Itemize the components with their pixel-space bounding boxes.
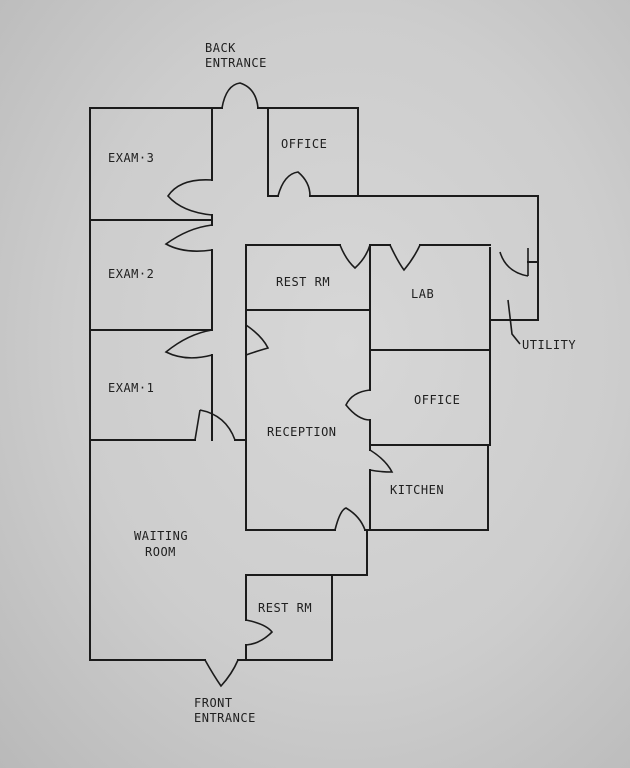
- front-entrance-label-2: ENTRANCE: [194, 711, 256, 725]
- room-label-exam-1: EXAM·1: [108, 381, 154, 395]
- reception-left-door: [245, 324, 270, 356]
- room-label-office-top: OFFICE: [281, 137, 327, 151]
- exam-3-door: [166, 179, 213, 216]
- exam-2-door: [164, 224, 213, 252]
- room-label-rest-rm-bottom: REST RM: [258, 601, 312, 615]
- walls: [89, 107, 539, 661]
- room-label-reception: RECEPTION: [267, 425, 337, 439]
- annotation-labels: BACK ENTRANCE FRONT ENTRANCE UTILITY: [194, 41, 576, 725]
- utility-pointer: [507, 299, 521, 345]
- rest-rm-bottom-door: [245, 619, 274, 646]
- reception-wall: [245, 309, 489, 531]
- room-label-lab: LAB: [411, 287, 434, 301]
- room-label-waiting-1: WAITING: [134, 529, 188, 543]
- kitchen-door: [369, 449, 394, 473]
- office-top-door: [277, 171, 311, 197]
- waiting-wall: [89, 439, 368, 661]
- room-labels: EXAM·3 EXAM·2 EXAM·1 OFFICE REST RM LAB …: [108, 137, 460, 615]
- exam-rooms-wall: [89, 107, 213, 441]
- office-right-door: [345, 389, 371, 421]
- rest-rm-top-door: [339, 244, 371, 270]
- exam-1-lower-door: [194, 409, 236, 441]
- utility-door: [499, 248, 529, 277]
- back-entrance-label-2: ENTRANCE: [205, 56, 267, 70]
- room-label-rest-rm-top: REST RM: [276, 275, 330, 289]
- front-entrance-label-1: FRONT: [194, 696, 233, 710]
- reception-bottom-door: [334, 507, 366, 531]
- utility-wall: [489, 247, 539, 446]
- back-entrance-door: [221, 82, 259, 109]
- exam-1-door: [164, 329, 213, 359]
- room-label-exam-2: EXAM·2: [108, 267, 154, 281]
- office-top-wall: [267, 107, 539, 263]
- room-label-waiting-2: ROOM: [145, 545, 176, 559]
- room-label-kitchen: KITCHEN: [390, 483, 444, 497]
- utility-label: UTILITY: [522, 338, 576, 352]
- front-entrance-door: [204, 659, 239, 688]
- doors: [164, 82, 529, 688]
- room-label-exam-3: EXAM·3: [108, 151, 154, 165]
- back-entrance-label-1: BACK: [205, 41, 236, 55]
- lab-door: [389, 244, 421, 272]
- room-label-office-right: OFFICE: [414, 393, 460, 407]
- left-wing-wall: [89, 107, 359, 661]
